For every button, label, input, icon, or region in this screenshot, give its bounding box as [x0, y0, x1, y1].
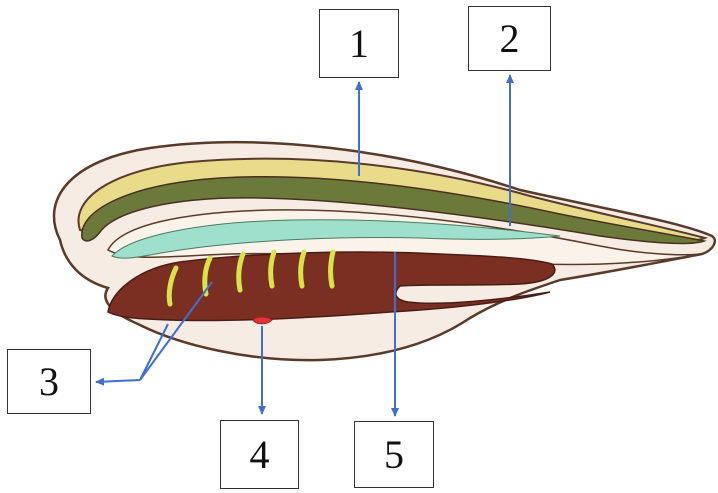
label-box-3: 3	[7, 349, 91, 414]
label-box-5: 5	[354, 421, 434, 488]
label-box-2: 2	[468, 6, 551, 71]
label-5-text: 5	[384, 431, 404, 478]
label-box-1: 1	[319, 9, 399, 78]
heart	[253, 317, 272, 324]
label-box-4: 4	[220, 420, 299, 489]
gill-slit	[331, 252, 333, 286]
label-3-text: 3	[39, 358, 59, 405]
label-4-text: 4	[250, 431, 270, 478]
arrow-3-to-box	[96, 380, 140, 382]
label-2-text: 2	[500, 15, 520, 62]
label-1-text: 1	[349, 20, 369, 67]
